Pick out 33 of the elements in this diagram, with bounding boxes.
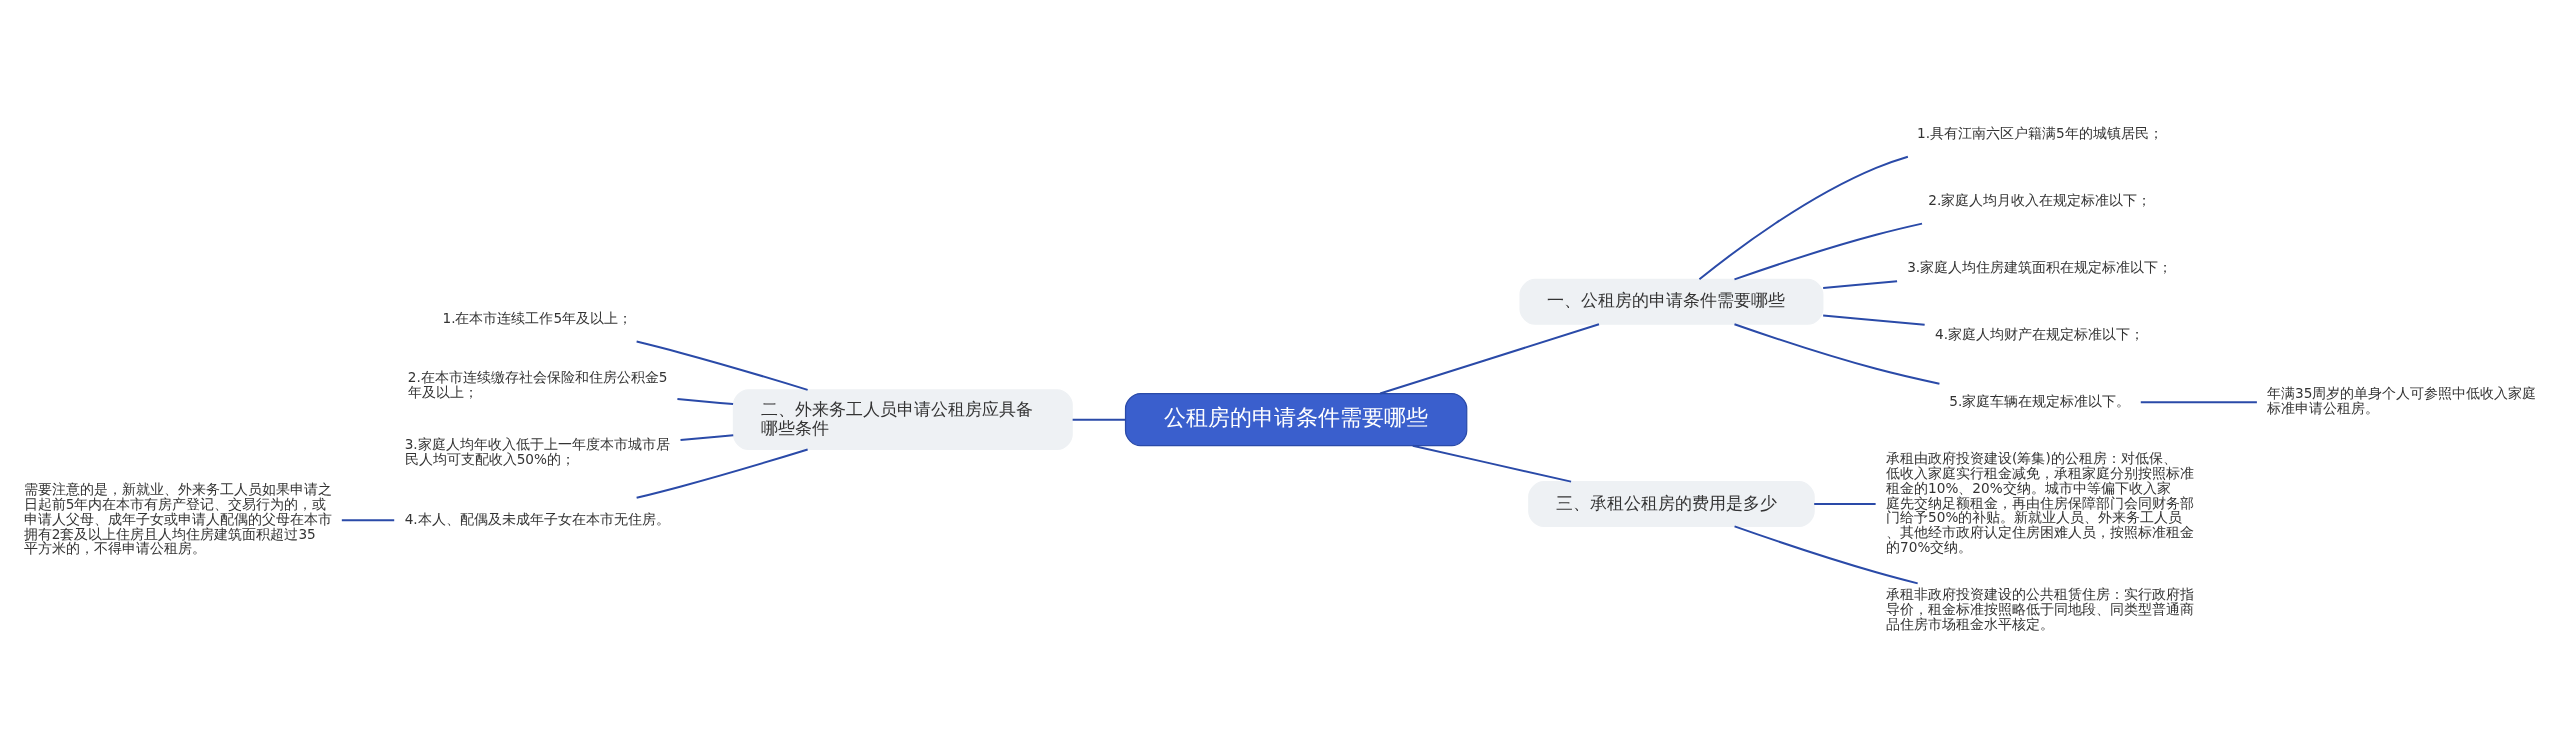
connector — [1733, 222, 1923, 280]
connector — [1698, 155, 1909, 280]
connector — [2139, 400, 2258, 403]
node-box: 二、外来务工人员申请公租房应具备哪些条件 — [732, 388, 1073, 450]
node-text: 承租非政府投资建设的公共租赁住房：实行政府指导价，租金标准按照略低于同地段、同类型普通商品住房市场租金水平核定。 — [1886, 585, 2195, 632]
connector — [635, 447, 809, 499]
node-text: 年满35周岁的单身个人可参照中低收入家庭标准申请公租房。 — [2267, 384, 2537, 416]
connector — [1411, 444, 1573, 483]
node-text: 1.具有江南六区户籍满5年的城镇居民； — [1917, 124, 2163, 141]
node-text: 5.家庭车辆在规定标准以下。 — [1949, 392, 2131, 409]
node-text: 4.家庭人均财产在规定标准以下； — [1935, 325, 2145, 342]
node-text: 2.在本市连续缴存社会保险和住房公积金5年及以上； — [407, 368, 668, 400]
connector — [679, 433, 735, 441]
connector — [1071, 418, 1126, 421]
node-box: 公租房的申请条件需要哪些 — [1124, 392, 1468, 446]
connector — [1822, 314, 1926, 326]
node-text: 承租由政府投资建设(筹集)的公租房：对低保、低收入家庭实行租金减免，承租家庭分别按照标准租金的10%、20%交纳。城市中等偏下收入家庭先交纳足额租金，再由住房保障部门会同财务部门给予50%的补贴。新就业人员、外来务工人员、其他经市政府认定住房困难人员，按照标准租金的70%交纳。 — [1886, 449, 2195, 555]
connector — [635, 340, 809, 391]
node-box: 三、承租公租房的费用是多少 — [1528, 480, 1815, 527]
connector — [1813, 502, 1877, 505]
connector — [1733, 322, 1941, 385]
node-text: 2.家庭人均月收入在规定标准以下； — [1928, 191, 2152, 208]
node-text: 4.本人、配偶及未成年子女在本市无住房。 — [404, 510, 670, 527]
connector — [676, 397, 735, 405]
node-text: 3.家庭人均住房建筑面积在规定标准以下； — [1907, 258, 2173, 275]
node-text: 需要注意的是，新就业、外来务工人员如果申请之日起前5年内在本市有房产登记、交易行为的，或申请人父母、成年子女或申请人配偶的父母在本市拥有2套及以上住房且人均住房建筑面积超过35平方米的，不得申请公租房。 — [23, 480, 332, 556]
connector — [1733, 524, 1919, 584]
connector — [1822, 279, 1899, 289]
node-text: 1.在本市连续工作5年及以上； — [442, 309, 633, 326]
connector — [1379, 322, 1600, 394]
connector — [340, 518, 396, 521]
node-box: 一、公租房的申请条件需要哪些 — [1519, 278, 1824, 325]
node-text: 3.家庭人均年收入低于上一年度本市城市居民人均可支配收入50%的； — [404, 435, 670, 467]
